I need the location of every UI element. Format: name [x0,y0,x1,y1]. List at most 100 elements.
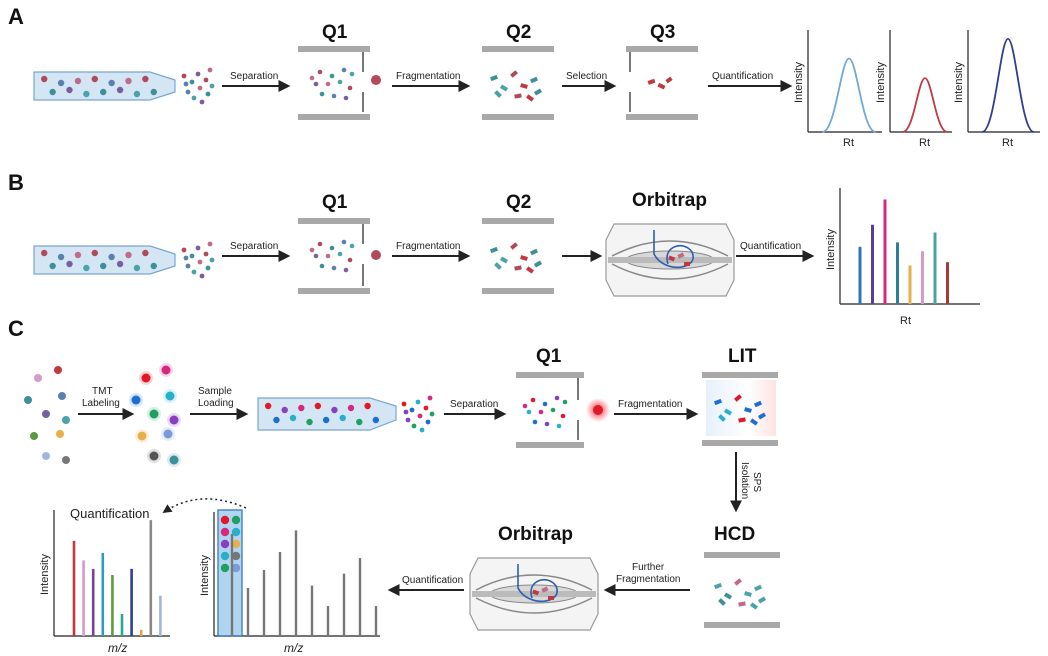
stage-orbitrap-b: Orbitrap [632,190,707,211]
reporter-ion-dot [220,551,230,561]
fragment-ion [494,262,502,270]
ion [313,253,319,259]
fragment-ion [520,83,528,89]
analyte-dot [66,260,73,268]
panel-label-c: C [8,316,24,341]
label-labeling: Labeling [82,398,120,409]
stage-lit-c: LIT [728,346,757,367]
analyte-dot [116,86,124,94]
analyte-dot [74,77,82,85]
fragment-ion [714,398,722,406]
y-axis-label: Intensity [825,229,837,270]
fragment-ion [490,74,498,82]
ion [554,395,560,401]
label-quantification-c: Quantification [402,575,463,586]
spray-droplet [417,413,423,419]
spray-droplet [185,89,191,95]
label-fragmentation-b: Fragmentation [396,241,460,252]
fragment-ion [718,598,726,606]
peptide-dot [30,432,38,440]
analyte-dot [264,402,272,410]
ion [542,401,548,407]
stage-q2-a: Q2 [506,22,531,43]
stage-q2-b: Q2 [506,192,531,213]
ion [325,81,331,87]
fragment-ion [738,417,746,423]
fragment-ion [510,242,518,250]
analyte-dot [125,251,132,259]
fragment-ion [529,76,539,84]
quadrupole-q1-b [298,218,381,294]
quantification-title: Quantification [70,506,150,521]
ion [317,69,323,75]
analyte-dot [125,77,132,85]
fragment-ion [514,265,522,271]
analyte-dot [314,402,322,410]
peak-curve [902,77,948,133]
analyte-dot [91,75,98,83]
fragment-ion [734,578,742,586]
reporter-ion-dot [231,539,241,549]
y-axis-label: Intensity [199,555,211,596]
ion [329,245,335,251]
analyte-dot [41,75,48,83]
ion [329,73,335,79]
fragment-ion [718,414,726,422]
fragment-ion [525,94,535,102]
analyte-dot [74,251,82,259]
x-axis-label: m/z [108,641,127,655]
ion [337,79,343,85]
reporter-ion-chart-c: Intensity m/z Quantification [39,506,170,655]
y-axis-label: Intensity [953,62,965,103]
analyte-dot [372,416,380,424]
label-sps: SPS [751,472,762,492]
spray-droplet [425,419,431,425]
fragment-ion [749,418,759,426]
analyte-dot [331,406,338,414]
analyte-dot [108,79,115,87]
spray-droplet [419,427,425,433]
peptide-cluster-labeled [129,363,181,467]
fragment-ion [723,592,733,600]
peptide-dot [58,392,66,400]
label-fragmentation-c: Fragmentation [618,399,682,410]
analyte-dot [281,406,288,414]
ion [347,257,353,263]
analyte-dot [49,88,56,96]
label-further: Further [632,562,665,573]
fragment-ion [490,246,498,254]
y-axis-label: Intensity [793,62,805,103]
quadrupole-q2-a [482,46,554,120]
analyte-dot [100,88,107,96]
analyte-dot [49,262,56,270]
analyte-dot [91,249,98,257]
spray-droplet [203,77,209,83]
ion [319,91,325,97]
y-axis-label: Intensity [39,554,51,595]
reporter-ion-dot [220,515,230,525]
peptide-dot [24,396,32,404]
peptide-dot [131,395,141,405]
fragment-ion [525,266,535,274]
reporter-ion-dot [231,563,241,573]
ion [343,95,349,101]
ion [556,423,562,429]
label-quantification-b: Quantification [740,241,801,252]
spray-droplet [405,417,411,423]
ion [530,397,536,403]
fragment-ion [738,601,746,607]
analyte-dot [142,75,149,83]
stage-orbitrap-c: Orbitrap [498,524,573,545]
spray-droplet [199,99,205,105]
capillary-tube-c [257,395,435,433]
label-separation-c: Separation [450,399,498,410]
label-loading: Loading [198,398,234,409]
ion [309,75,315,81]
stage-q1-a: Q1 [322,22,348,43]
fragment-ion [723,408,733,416]
spray-droplet [183,81,189,87]
